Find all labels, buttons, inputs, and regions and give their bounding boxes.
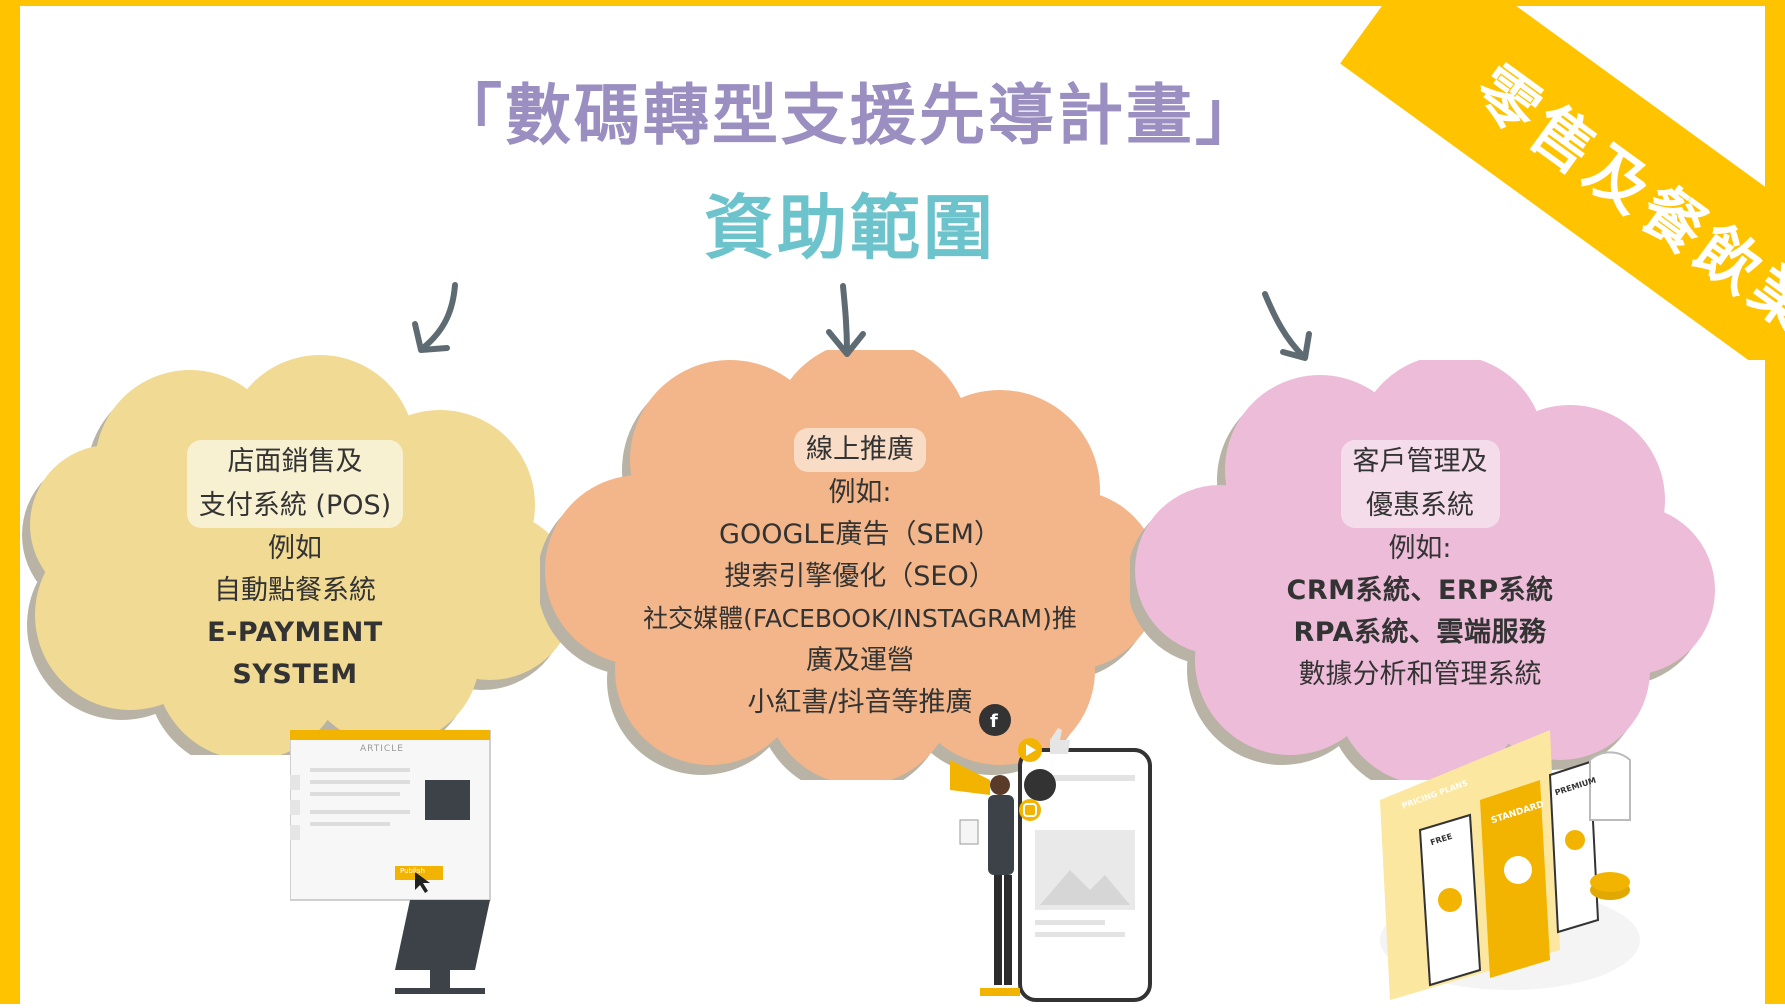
corner-ribbon: 零售及餐飲業 bbox=[1225, 0, 1785, 360]
cloud-crm-text: 客戶管理及優惠系統 例如: CRM系統、ERP系統 RPA系統、雲端服務 數據分… bbox=[1230, 440, 1610, 696]
cloud-pos-line: 自動點餐系統 bbox=[214, 575, 376, 606]
illustration-article-monitor: ARTICLE Publish bbox=[278, 729, 550, 1000]
cloud-online bbox=[540, 350, 1160, 780]
arrow-right-icon bbox=[1262, 291, 1312, 361]
cloud-pos-text: 店面銷售及支付系統 (POS) 例如 自動點餐系統 E-PAYMENT SYST… bbox=[145, 440, 445, 696]
ribbon-label: 零售及餐飲業 bbox=[1461, 51, 1785, 351]
cloud-online-text: 線上推廣 例如: GOOGLE廣告（SEM） 搜索引擎優化（SEO） 社交媒體(… bbox=[610, 428, 1110, 724]
cloud-online-line: 搜索引擎優化（SEO） bbox=[724, 561, 996, 592]
article-monitor-icon bbox=[278, 729, 491, 994]
cloud-pos-heading: 店面銷售及支付系統 (POS) bbox=[186, 440, 404, 528]
arrow-middle-icon bbox=[826, 283, 866, 357]
cloud-pos-line: E-PAYMENT SYSTEM bbox=[207, 617, 383, 690]
cloud-online-line: 廣及運營 bbox=[806, 645, 914, 676]
arrow-left-icon bbox=[412, 282, 458, 353]
pricing-plans-icon bbox=[1380, 730, 1640, 1000]
cloud-pos-line: 例如 bbox=[268, 533, 322, 564]
publish-label: Publish bbox=[400, 867, 425, 875]
illustration-social-phone: f bbox=[920, 700, 1180, 1004]
article-label: ARTICLE bbox=[360, 744, 404, 754]
cloud-crm-line: 數據分析和管理系統 bbox=[1298, 659, 1542, 690]
cloud-crm-line: RPA系統、雲端服務 bbox=[1293, 617, 1547, 648]
cloud-online-line: GOOGLE廣告（SEM） bbox=[719, 519, 1001, 550]
cloud-online-line: 社交媒體(FACEBOOK/INSTAGRAM)推 bbox=[643, 604, 1077, 633]
page-subtitle: 資助範圍 bbox=[704, 187, 996, 269]
page-title: 「數碼轉型支援先導計畫」 bbox=[436, 77, 1264, 154]
cloud-crm-line: CRM系統、ERP系統 bbox=[1286, 575, 1554, 606]
cloud-crm-heading: 客戶管理及優惠系統 bbox=[1340, 440, 1500, 528]
cloud-online-heading: 線上推廣 bbox=[794, 428, 926, 472]
illustration-pricing: PRICING PLANS FREE STANDARD PREMIUM bbox=[1370, 720, 1650, 1004]
cloud-online-line: 小紅書/抖音等推廣 bbox=[747, 687, 973, 718]
svg-text:f: f bbox=[990, 711, 998, 732]
ribbon-band: 零售及餐飲業 bbox=[1340, 0, 1785, 360]
cloud-crm-line: 例如: bbox=[1388, 533, 1452, 564]
social-phone-icon: f bbox=[950, 704, 1152, 1002]
cloud-online-line: 例如: bbox=[828, 477, 892, 508]
